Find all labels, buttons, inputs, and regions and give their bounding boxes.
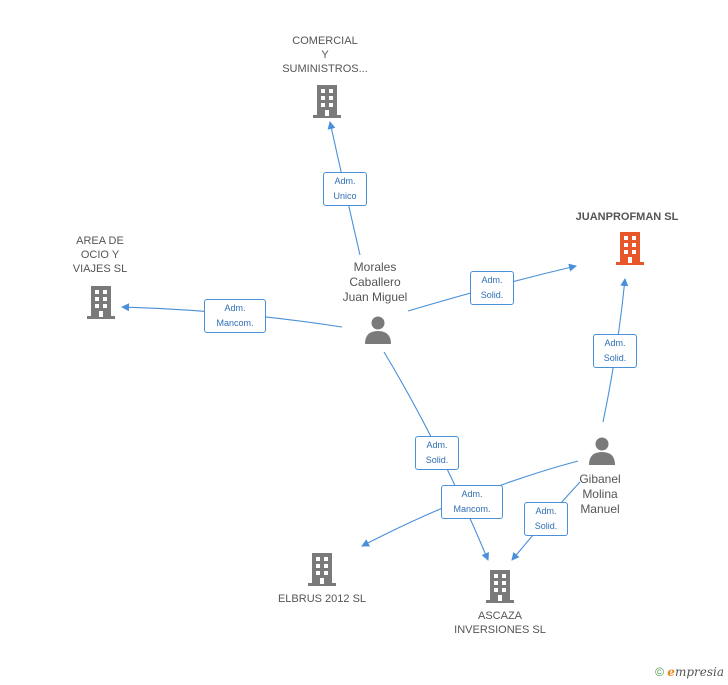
company-label-juanprofman: JUANPROFMAN SL <box>575 211 679 223</box>
building-icon-highlighted[interactable] <box>614 230 646 266</box>
company-label-elbrus: ELBRUS 2012 SL <box>277 593 367 605</box>
person-icon[interactable] <box>363 315 393 345</box>
person-icon[interactable] <box>587 436 617 466</box>
role-box-adm-solid[interactable]: Adm. Solid. <box>593 334 637 368</box>
role-box-adm-mancom[interactable]: Adm. Mancom. <box>441 485 503 519</box>
building-icon[interactable] <box>306 551 338 587</box>
role-box-adm-solid[interactable]: Adm. Solid. <box>470 271 514 305</box>
person-label-morales: Morales Caballero Juan Miguel <box>342 260 408 304</box>
company-label-area-ocio: AREA DE OCIO Y VIAJES SL <box>72 235 128 275</box>
copyright-symbol: © <box>655 665 664 679</box>
empresia-copyright: © empresia <box>655 665 724 679</box>
role-box-adm-mancom[interactable]: Adm. Mancom. <box>204 299 266 333</box>
building-icon[interactable] <box>311 83 343 119</box>
person-label-gibanel: Gibanel Molina Manuel <box>579 472 621 516</box>
company-label-ascaza: ASCAZA INVERSIONES SL <box>454 610 546 636</box>
role-box-adm-solid[interactable]: Adm. Solid. <box>524 502 568 536</box>
empresia-logo: empresia <box>667 665 724 679</box>
role-box-adm-solid[interactable]: Adm. Solid. <box>415 436 459 470</box>
building-icon[interactable] <box>85 284 117 320</box>
company-label-comercial: COMERCIAL Y SUMINISTROS... <box>282 35 368 75</box>
building-icon[interactable] <box>484 568 516 604</box>
role-box-adm-unico[interactable]: Adm. Unico <box>323 172 367 206</box>
